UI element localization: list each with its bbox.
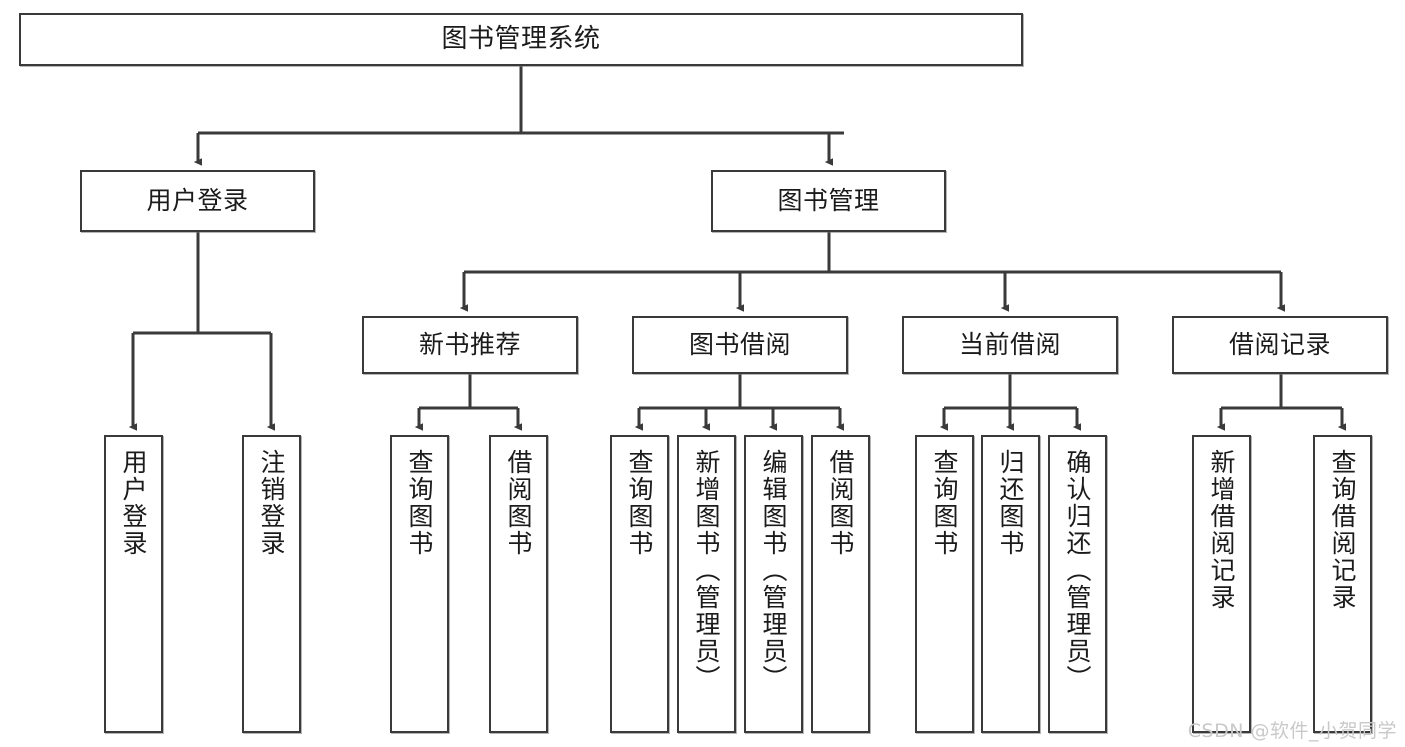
node-label: 编辑图书（管理员） [759, 449, 788, 692]
node-leaf-return-book[interactable]: 归还图书 [981, 435, 1040, 733]
node-label: 借阅图书 [504, 449, 533, 557]
node-label: 查询图书 [405, 449, 434, 557]
node-label: 借阅图书 [826, 449, 855, 557]
node-new-book-recommend[interactable]: 新书推荐 [362, 316, 578, 374]
node-leaf-query-book-2[interactable]: 查询图书 [610, 435, 669, 733]
node-leaf-query-record[interactable]: 查询借阅记录 [1313, 435, 1372, 733]
node-book-borrow[interactable]: 图书借阅 [632, 316, 848, 374]
node-label: 新书推荐 [418, 330, 521, 359]
node-label: 确认归还（管理员） [1063, 449, 1092, 692]
node-borrow-record[interactable]: 借阅记录 [1172, 316, 1388, 374]
node-leaf-borrow-book-2[interactable]: 借阅图书 [811, 435, 870, 733]
node-label: 查询图书 [625, 449, 654, 557]
node-label: 当前借阅 [958, 330, 1061, 359]
node-leaf-query-book-1[interactable]: 查询图书 [390, 435, 449, 733]
node-label: 注销登录 [257, 449, 286, 557]
node-leaf-logout[interactable]: 注销登录 [242, 435, 301, 733]
csdn-watermark: CSDN @软件_小贺同学 [1187, 720, 1397, 742]
node-label: 查询图书 [930, 449, 959, 557]
node-leaf-edit-book[interactable]: 编辑图书（管理员） [744, 435, 803, 733]
node-current-borrow[interactable]: 当前借阅 [902, 316, 1118, 374]
node-leaf-confirm-return[interactable]: 确认归还（管理员） [1048, 435, 1107, 733]
node-leaf-user-login[interactable]: 用户登录 [104, 435, 163, 733]
node-leaf-query-book-3[interactable]: 查询图书 [915, 435, 974, 733]
node-leaf-add-record[interactable]: 新增借阅记录 [1192, 435, 1251, 733]
node-book-management-system[interactable]: 图书管理系统 [19, 13, 1023, 66]
node-book-manage[interactable]: 图书管理 [711, 170, 946, 232]
node-label: 图书管理系统 [441, 23, 601, 54]
node-user-login[interactable]: 用户登录 [80, 170, 315, 232]
node-label: 用户登录 [119, 449, 148, 557]
node-label: 新增借阅记录 [1207, 449, 1236, 611]
node-label: 图书管理 [777, 186, 880, 215]
node-label: 查询借阅记录 [1328, 449, 1357, 611]
node-label: 图书借阅 [688, 330, 791, 359]
node-leaf-borrow-book-1[interactable]: 借阅图书 [489, 435, 548, 733]
node-label: 借阅记录 [1228, 330, 1331, 359]
node-leaf-add-book[interactable]: 新增图书（管理员） [677, 435, 736, 733]
node-label: 归还图书 [996, 449, 1025, 557]
node-label: 用户登录 [146, 186, 249, 215]
node-label: 新增图书（管理员） [692, 449, 721, 692]
